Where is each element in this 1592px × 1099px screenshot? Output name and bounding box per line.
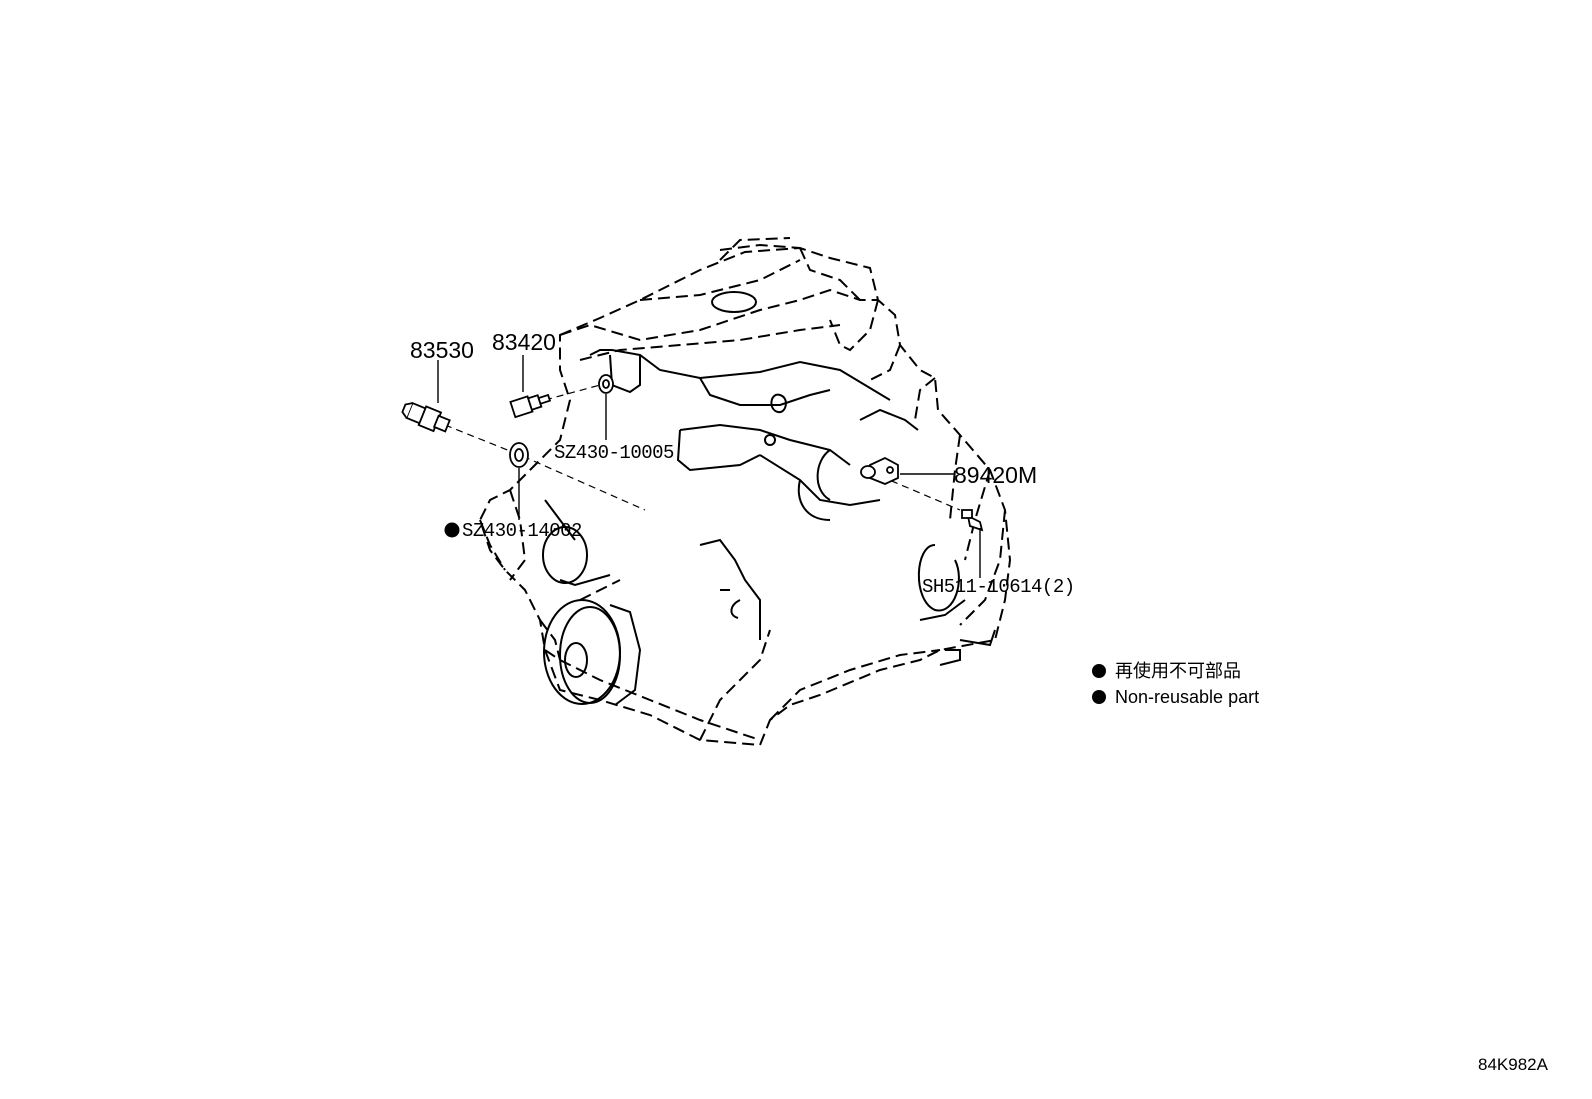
label-83530: 83530 xyxy=(410,337,474,363)
crank-pulley xyxy=(543,599,642,706)
label-sh511-10614: SH511-10614(2) xyxy=(922,576,1075,598)
label-sz430-14002: SZ430-14002 xyxy=(462,520,582,542)
legend-jp-text: 再使用不可部品 xyxy=(1115,661,1241,681)
leader-83530-to-engine xyxy=(444,424,646,511)
gasket-sz430-14002-shape[interactable] xyxy=(509,442,529,468)
bolt-sh511-10614-shape[interactable] xyxy=(961,509,984,532)
engine-block-outline xyxy=(478,237,1012,747)
part-83530-shape[interactable] xyxy=(400,399,451,435)
bullet-icon xyxy=(1092,664,1106,678)
leader-89420m-to-bolt xyxy=(879,475,961,511)
gasket-sz430-10005-shape[interactable] xyxy=(598,374,614,394)
bullet-icon xyxy=(1092,690,1106,704)
label-sz430-10005: SZ430-10005 xyxy=(554,442,674,464)
label-83420: 83420 xyxy=(492,329,556,355)
label-89420m: 89420M xyxy=(954,462,1037,488)
part-83420-shape[interactable] xyxy=(509,390,552,419)
non-reusable-marker-icon xyxy=(444,522,460,538)
legend: 再使用不可部品 Non-reusable part xyxy=(1092,658,1259,710)
leader-83420-to-engine xyxy=(544,384,601,401)
legend-row-en: Non-reusable part xyxy=(1092,684,1259,710)
legend-en-text: Non-reusable part xyxy=(1115,687,1260,707)
engine-details xyxy=(542,291,996,666)
part-89420m-shape[interactable] xyxy=(860,456,899,485)
diagram-code: 84K982A xyxy=(1478,1055,1548,1074)
legend-row-jp: 再使用不可部品 xyxy=(1092,658,1259,684)
